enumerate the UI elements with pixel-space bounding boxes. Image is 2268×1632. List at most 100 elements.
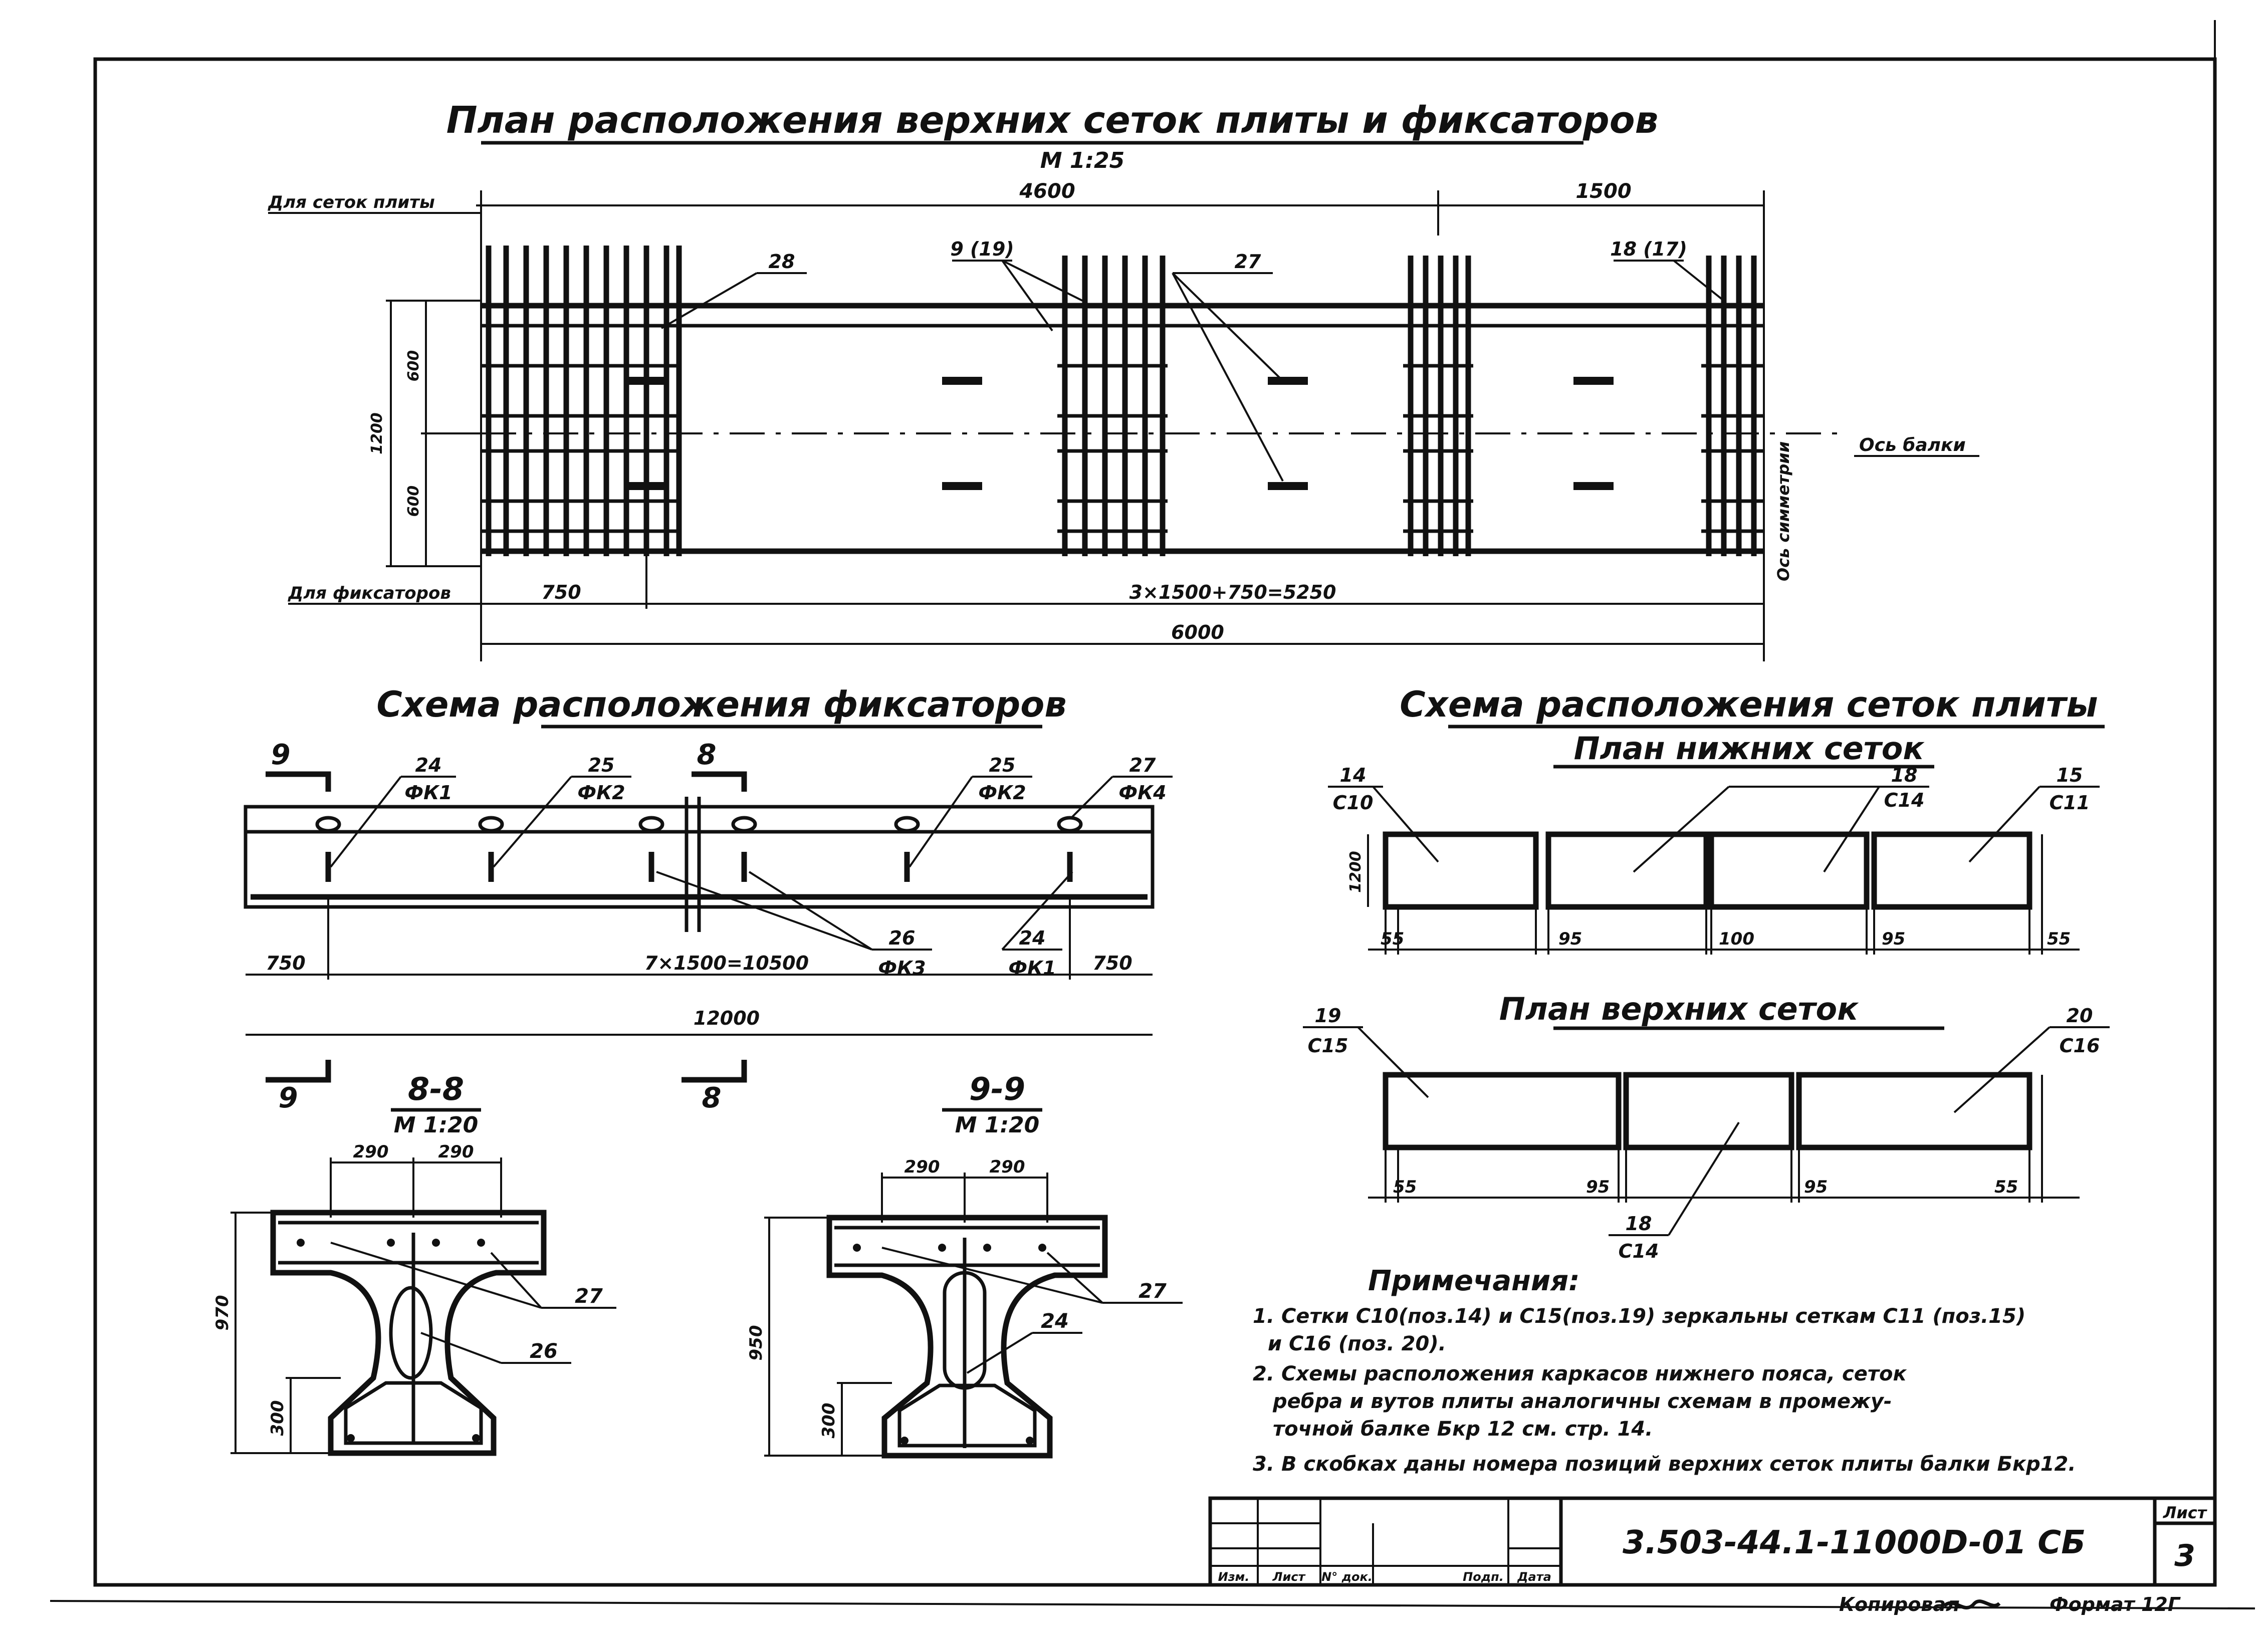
plan-dim-4600: 4600 [1019,180,1075,203]
upper-c1-mark: С15 [1308,1035,1348,1057]
fx-callout-26-pos: 26 [889,927,916,949]
section-9-9-scale: М 1:20 [955,1112,1040,1138]
fx-callout-26-type: ФК3 [878,957,926,979]
plan-net-group-2 [1057,256,1168,556]
plan-axis-label: Ось балки [1859,435,1966,455]
section-marker-9-top: 9 [271,739,291,771]
fx-dim-left: 750 [266,952,305,974]
fx-callout-24b-type: ФК1 [1008,957,1056,979]
section-8-8-dim-b: 290 [438,1142,474,1162]
tb-format: Формат 12Г [2050,1593,2181,1615]
section-9-9-dim-b: 290 [990,1157,1025,1177]
net-scheme: Схема расположения сеток плиты План нижн… [1303,684,2110,1262]
tb-col-data: Дата [1517,1570,1551,1584]
fx-callout-25-type: ФК2 [577,782,625,804]
fixator-loops [315,816,1083,833]
plan-scale: М 1:25 [1040,148,1125,173]
tb-col-izm: Изм. [1218,1570,1250,1584]
upper-c3-mark: С14 [1619,1240,1659,1262]
upper-c2-mark: С16 [2060,1035,2100,1057]
note-line-3: 2. Схемы расположения каркасов нижнего п… [1253,1362,1907,1385]
section-8-8-title: 8-8 [408,1071,464,1107]
plan-label-nets: Для сеток плиты [268,192,435,212]
upper-gap-1: 55 [1393,1177,1417,1197]
upper-gap-2: 95 [1586,1177,1610,1197]
plan-title: План расположения верхних сеток плиты и … [446,99,1659,142]
plan-dim-600-lower: 600 [405,486,422,517]
title-block: Изм. Лист N° док. Подп. Дата 3.503-44.1-… [1208,1496,2217,1615]
tb-col-podp: Подп. [1463,1570,1504,1584]
fx-callout-27-type: ФК4 [1118,782,1166,804]
lower-gap-1: 55 [1381,929,1404,949]
lower-c2-mark: С14 [1884,789,1925,811]
fx-callout-24-type: ФК1 [404,782,452,804]
section-8-8-callout-27: 27 [575,1285,603,1308]
copier-signature [1943,1599,2001,1609]
fx-callout-25-pos: 25 [588,754,615,776]
upper-c1-pos: 19 [1315,1005,1341,1027]
section-8-8-callout-26: 26 [530,1340,558,1363]
sheet-frame [50,20,2255,1609]
plan-dim-6000: 6000 [1171,621,1224,643]
lower-c3-mark: С11 [2050,792,2090,814]
fx-dim-total: 12000 [694,1007,760,1029]
upper-c2-pos: 20 [2067,1005,2093,1027]
section-9-9: 9-9 М 1:20 290 290 950 300 27 24 [746,1071,1183,1459]
fx-callout-25b-pos: 25 [989,754,1016,776]
plan-net-group-1 [481,246,682,556]
plan-dim-750: 750 [541,581,581,603]
fx-callout-25b-type: ФК2 [978,782,1026,804]
plan-callout-28: 28 [769,251,795,273]
tb-sheet-label: Лист [2163,1503,2208,1522]
note-line-1: 1. Сетки С10(поз.14) и С15(поз.19) зерка… [1253,1305,2025,1328]
upper-c3-pos: 18 [1626,1213,1652,1235]
fixator-scheme-title: Схема расположения фиксаторов [376,684,1066,725]
section-marker-8-bottom: 8 [702,1082,722,1114]
plan-symmetry-label: Ось симметрии [1774,441,1793,581]
section-8-8-scale: М 1:20 [394,1112,479,1138]
lower-gap-2: 95 [1558,929,1582,949]
fx-callout-27-pos: 27 [1129,754,1156,776]
section-marker-9-bottom: 9 [279,1082,298,1114]
section-8-8-dim-a: 290 [353,1142,389,1162]
notes-title: Примечания: [1368,1265,1579,1297]
lower-c1-mark: С10 [1333,792,1374,814]
lower-c3-pos: 15 [2057,764,2083,786]
lower-nets [1368,831,2080,955]
lower-net-height: 1200 [1347,851,1365,893]
plan-dim-600-upper: 600 [405,350,422,382]
note-line-4: ребра и вутов плиты аналогичны схемам в … [1272,1390,1892,1413]
section-9-9-height: 950 [746,1325,766,1361]
plan-callout-27: 27 [1235,251,1261,273]
fx-dim-formula: 7×1500=10500 [644,952,809,974]
section-9-9-dim-a: 290 [904,1157,940,1177]
tb-col-list: Лист [1272,1570,1306,1584]
fixator-scheme: Схема расположения фиксаторов 9 9 8 [244,684,1173,1114]
plan-net-group-3 [1403,256,1473,556]
note-line-5: точной балке Бкр 12 см. стр. 14. [1273,1418,1653,1441]
plan-label-fixators: Для фиксаторов [288,583,451,603]
section-9-9-bottom: 300 [819,1403,839,1439]
section-8-8-bottom: 300 [268,1401,288,1436]
section-8-8-height: 970 [212,1295,233,1331]
note-line-2: и С16 (поз. 20). [1268,1332,1446,1355]
tb-col-ndoc: N° док. [1321,1570,1373,1584]
plan-of-upper-nets: План расположения верхних сеток плиты и … [268,99,1979,661]
upper-gap-3: 95 [1804,1177,1828,1197]
section-9-9-callout-24: 24 [1041,1310,1069,1333]
upper-nets-title: План верхних сеток [1499,991,1859,1027]
plan-callout-9-19: 9 (19) [950,238,1014,260]
note-line-6: 3. В скобках даны номера позиций верхних… [1253,1453,2076,1476]
fixator-bars [325,852,1073,882]
lower-c1-pos: 14 [1340,764,1367,786]
plan-dim-1500: 1500 [1575,180,1631,203]
upper-gap-4: 55 [1994,1177,2018,1197]
fx-callout-24-pos: 24 [415,754,442,776]
tb-sheet-number: 3 [2174,1538,2195,1573]
plan-dim-1200: 1200 [368,412,386,454]
lower-nets-title: План нижних сеток [1574,730,1925,767]
plan-dim-formula: 3×1500+750=5250 [1129,581,1336,603]
section-9-9-title: 9-9 [969,1071,1025,1107]
section-8-8: 8-8 М 1:20 290 290 970 300 27 26 [212,1071,616,1456]
